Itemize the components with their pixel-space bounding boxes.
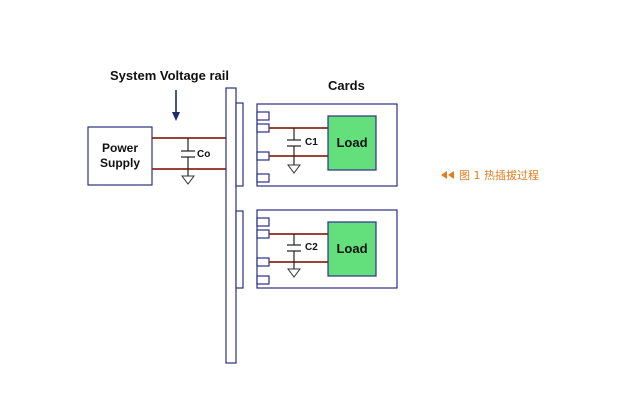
card-2-load-box bbox=[327, 221, 377, 277]
power-supply-box bbox=[87, 126, 153, 186]
card-1-load-box bbox=[327, 115, 377, 171]
power-supply-label-line1: Power bbox=[102, 141, 138, 155]
ground-c1-icon bbox=[287, 164, 301, 174]
cards-label: Cards bbox=[328, 78, 365, 93]
capacitor-c1-label: C1 bbox=[305, 137, 318, 148]
power-supply-label-line2: Supply bbox=[100, 156, 140, 170]
capacitor-co-label: Co bbox=[197, 149, 210, 160]
rail-arrow-icon bbox=[172, 90, 180, 121]
backplane-connector-1 bbox=[235, 102, 244, 187]
backplane bbox=[225, 87, 237, 364]
capacitor-co-icon bbox=[181, 138, 195, 176]
card-2-load-label: Load bbox=[336, 241, 367, 256]
capacitor-c1-icon bbox=[287, 128, 301, 165]
double-left-triangle-icon bbox=[441, 171, 454, 179]
card-1-load-label: Load bbox=[336, 135, 367, 150]
capacitor-c2-label: C2 bbox=[305, 242, 318, 253]
capacitor-c2-icon bbox=[287, 234, 301, 269]
card-2-pins bbox=[256, 217, 270, 285]
backplane-connector-2 bbox=[235, 210, 244, 289]
system-voltage-rail-label: System Voltage rail bbox=[110, 68, 229, 83]
ground-c2-icon bbox=[287, 268, 301, 278]
ground-co-icon bbox=[181, 175, 195, 185]
figure-caption: 图 1 热插拔过程 bbox=[459, 168, 539, 182]
